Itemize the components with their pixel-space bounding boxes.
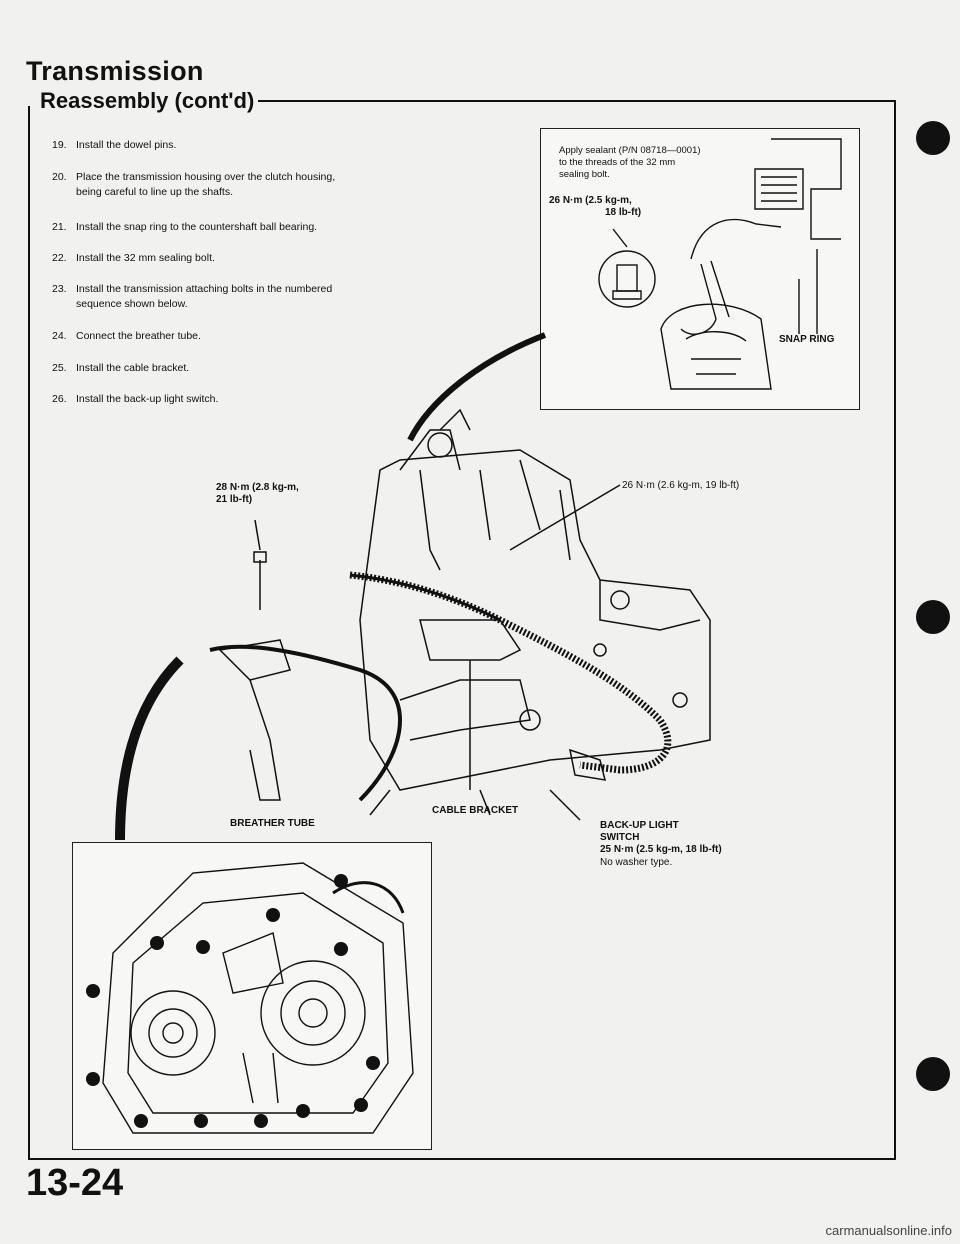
sealing-bolt-illustration <box>598 138 842 390</box>
inset-torque-line2: 18 lb-ft) <box>605 207 642 218</box>
sealant-note-line1: Apply sealant (P/N 08718—0001) <box>559 145 701 156</box>
transmission-illustration <box>115 332 711 840</box>
step-text: Install the 32 mm sealing bolt. <box>76 252 215 264</box>
step-number: 25. <box>52 362 67 374</box>
step-22: 22. Install the 32 mm sealing bolt. <box>52 251 452 266</box>
backup-switch-line2: SWITCH <box>600 832 640 843</box>
page-number: 13-24 <box>26 1162 124 1204</box>
step-number: 22. <box>52 252 67 264</box>
step-26: 26. Install the back-up light switch. <box>52 392 452 407</box>
watermark: carmanualsonline.info <box>825 1223 952 1238</box>
binder-tab <box>916 1057 950 1091</box>
cable-bracket-label: CABLE BRACKET <box>432 805 519 816</box>
right-bolt-torque: 26 N·m (2.6 kg-m, 19 lb-ft) <box>622 480 740 491</box>
frame-gap <box>28 94 40 106</box>
step-text: Place the transmission housing over the … <box>76 171 336 198</box>
step-text: Install the dowel pins. <box>76 139 177 151</box>
step-number: 26. <box>52 393 67 405</box>
bolt-sequence-illustration <box>86 862 414 1134</box>
binder-tab <box>916 121 950 155</box>
binder-tab <box>916 600 950 634</box>
step-number: 24. <box>52 330 67 342</box>
step-21: 21. Install the snap ring to the counters… <box>52 220 452 235</box>
sealant-note-line2: to the threads of the 32 mm <box>559 157 676 168</box>
step-text: Install the back-up light switch. <box>76 393 219 405</box>
step-text: Install the transmission attaching bolts… <box>76 283 333 310</box>
snap-ring-label: SNAP RING <box>779 334 835 345</box>
step-number: 20. <box>52 171 67 183</box>
step-23: 23. Install the transmission attaching bo… <box>52 282 452 312</box>
backup-switch-note: No washer type. <box>600 857 673 868</box>
breather-tube-label: BREATHER TUBE <box>230 818 315 829</box>
inset-torque-line1: 26 N·m (2.5 kg-m, <box>549 195 632 206</box>
sealing-bolt-inset: Apply sealant (P/N 08718—0001) to the th… <box>540 128 860 410</box>
page-title: Transmission <box>26 56 204 86</box>
step-number: 23. <box>52 283 67 295</box>
step-text: Connect the breather tube. <box>76 330 201 342</box>
backup-switch-line1: BACK-UP LIGHT <box>600 820 679 831</box>
left-bolt-torque-line2: 21 lb-ft) <box>216 494 253 505</box>
page-frame <box>28 100 896 1160</box>
section-subtitle: Reassembly (cont'd) <box>40 88 259 114</box>
bolt-sequence-inset <box>72 842 432 1150</box>
step-text: Install the snap ring to the countershaf… <box>76 221 318 233</box>
sealant-note-line3: sealing bolt. <box>559 169 610 180</box>
step-24: 24. Connect the breather tube. <box>52 329 452 344</box>
step-20: 20. Place the transmission housing over t… <box>52 170 452 200</box>
step-text: Install the cable bracket. <box>76 362 190 374</box>
step-19: 19. Install the dowel pins. <box>52 138 452 153</box>
step-25: 25. Install the cable bracket. <box>52 361 452 376</box>
step-number: 19. <box>52 139 67 151</box>
left-bolt-torque-line1: 28 N·m (2.8 kg-m, <box>216 482 299 493</box>
step-number: 21. <box>52 221 67 233</box>
backup-switch-torque: 25 N·m (2.5 kg-m, 18 lb-ft) <box>600 844 722 855</box>
